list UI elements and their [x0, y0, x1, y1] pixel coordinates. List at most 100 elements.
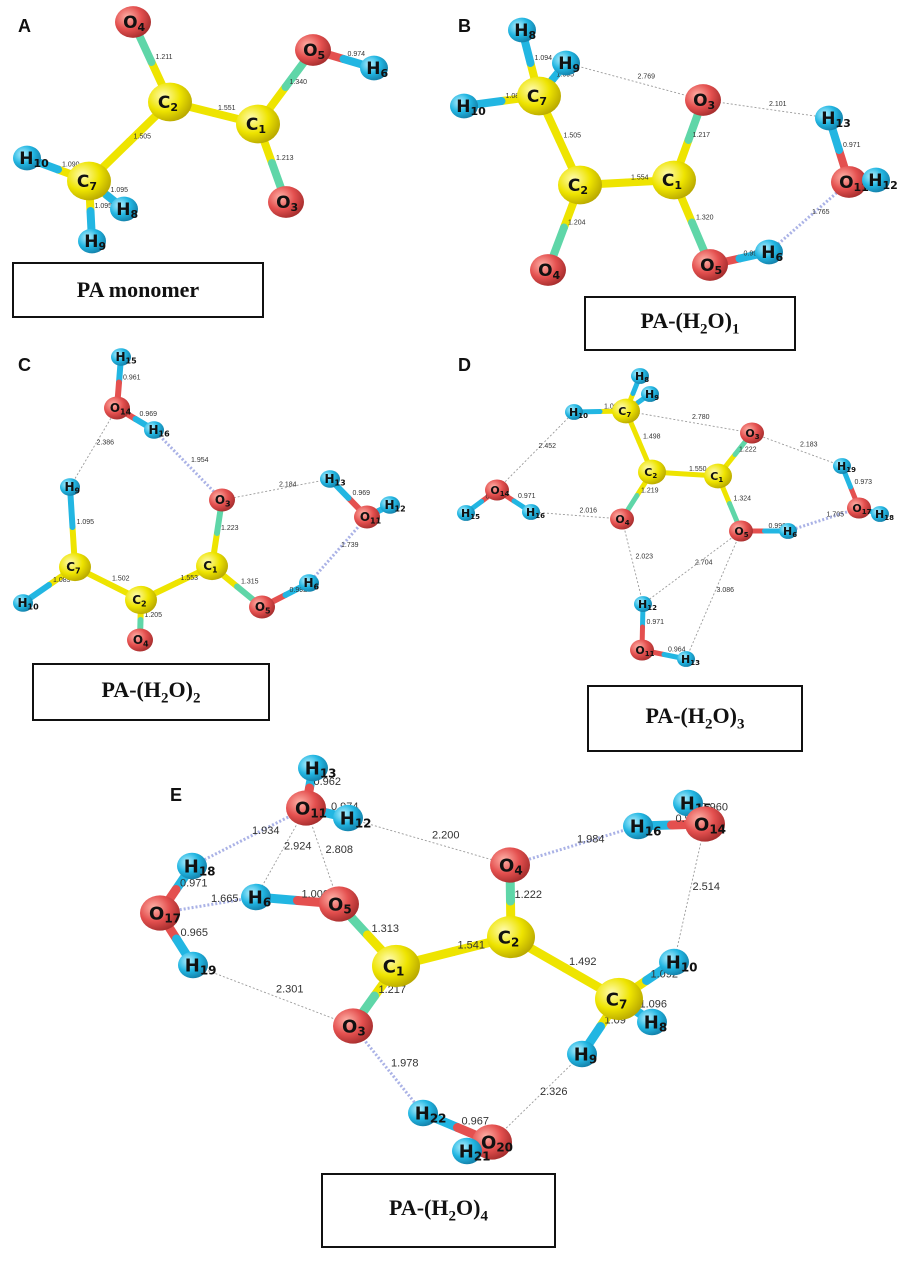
atom-label: H8 — [635, 370, 649, 384]
atom-o5: O5 — [692, 249, 728, 281]
caption-c: PA-(H2O)2 — [32, 663, 270, 721]
caption-sub: 2 — [161, 690, 169, 707]
panel-letter: D — [458, 355, 471, 375]
hbond-length-label: 2.326 — [540, 1086, 568, 1098]
atom-element: O — [328, 894, 343, 915]
atom-number: 3 — [291, 201, 299, 214]
atom-o5: O5 — [295, 34, 331, 66]
atom-h6: H6 — [360, 55, 389, 81]
atom-label: H10 — [666, 952, 698, 974]
atom-number: 12 — [355, 817, 372, 831]
atom-label: H9 — [84, 232, 106, 253]
atom-label: H13 — [325, 472, 346, 487]
bond-length-label: 1.222 — [739, 447, 757, 454]
caption-text: PA monomer — [77, 277, 199, 303]
atom-element: H — [783, 525, 792, 538]
atom-element: H — [875, 508, 884, 521]
hbond-length-label: 2.769 — [638, 74, 656, 81]
atom-o3: O3 — [333, 1008, 373, 1044]
caption-b: PA-(H2O)1 — [584, 296, 796, 351]
atom-c2: C2 — [487, 915, 535, 959]
bond-length-label: 1.502 — [112, 576, 130, 583]
atom-number: 4 — [514, 864, 522, 878]
hbond-length-label: 2.924 — [284, 841, 312, 853]
atom-label: H18 — [184, 856, 216, 878]
caption-main: PA-(H — [640, 308, 700, 334]
hbond-length-label: 1.984 — [577, 834, 605, 846]
atom-h15: H15 — [111, 348, 137, 366]
hbond-length-label: 2.514 — [693, 881, 721, 893]
atom-c2: C2 — [638, 459, 666, 485]
atom-label: O17 — [149, 903, 181, 925]
atom-element: H — [868, 171, 882, 191]
atom-element: H — [304, 576, 314, 590]
atom-number: 16 — [535, 512, 545, 520]
atom-h8: H8 — [631, 368, 649, 384]
atom-c7: C7 — [612, 398, 640, 424]
hbond-length-label: 1.665 — [211, 893, 239, 905]
atom-number: 1 — [674, 179, 682, 192]
bond-length-label: 0.998 — [769, 523, 787, 530]
atom-label: O17 — [852, 502, 871, 516]
atom-element: H — [185, 955, 200, 976]
bond-length-label: 1.095 — [77, 519, 95, 526]
atom-element: O — [693, 91, 707, 111]
atom-number: 2 — [652, 472, 657, 480]
atom-number: 10 — [34, 157, 50, 170]
atom-element: O — [342, 1016, 357, 1037]
atom-label: H8 — [644, 1012, 667, 1034]
hbond-length-label: 1.705 — [827, 512, 845, 519]
atom-c1: C1 — [196, 551, 228, 581]
atom-h13: H13 — [298, 754, 337, 782]
atom-element: O — [734, 525, 743, 538]
atom-number: 22 — [430, 1112, 447, 1126]
atom-element: H — [681, 653, 690, 666]
atom-number: 6 — [314, 582, 320, 591]
caption-main: PA monomer — [76, 277, 200, 302]
bond-length-label: 1.219 — [641, 488, 659, 495]
panel-d: D2.4522.7802.1832.0161.7052.0232.7043.08… — [457, 355, 894, 667]
atom-o5: O5 — [249, 595, 275, 619]
atom-element: H — [680, 793, 695, 814]
hydrogen-bond-o14-h10 — [673, 823, 706, 963]
atom-o14: O14 — [485, 479, 510, 501]
caption-text: PA-(H2O)4 — [389, 1195, 488, 1225]
atom-number: 16 — [645, 825, 662, 839]
atom-label: O14 — [110, 401, 132, 416]
atom-label: C7 — [618, 405, 631, 419]
bond-length-label: 1.089 — [506, 93, 524, 100]
bond-length-label: 1.315 — [241, 579, 259, 586]
atom-number: 10 — [471, 105, 487, 118]
atom-label: C2 — [498, 927, 520, 949]
atom-element: H — [248, 887, 263, 908]
bond-length-label: 0.992 — [290, 587, 308, 594]
atom-number: 4 — [138, 21, 146, 34]
atom-label: H6 — [248, 887, 271, 909]
hydrogen-bond-h16-o4 — [530, 511, 623, 520]
atom-label: H10 — [18, 596, 40, 611]
hydrogen-bond-h16-o3 — [152, 428, 224, 502]
atom-label: H21 — [459, 1141, 491, 1163]
atom-label: H22 — [415, 1103, 447, 1125]
bond-length-label: 0.971 — [843, 142, 861, 149]
atom-number: 5 — [318, 49, 326, 62]
bond-length-label: 1.211 — [156, 54, 173, 61]
hbond-length-label: 2.184 — [279, 482, 297, 489]
atom-h10: H10 — [659, 948, 698, 976]
hydrogen-bond-h6-o11 — [307, 516, 369, 584]
atom-element: H — [514, 21, 528, 41]
hydrogen-bond-h6-o11 — [768, 180, 850, 254]
atom-o4: O4 — [115, 6, 151, 38]
atom-label: H19 — [837, 460, 856, 474]
atom-label: H6 — [366, 59, 388, 80]
atom-h16: H16 — [522, 504, 545, 520]
hydrogen-bond-h12-o5 — [642, 530, 742, 605]
atom-number: 16 — [159, 429, 171, 438]
atom-h22: H22 — [408, 1099, 447, 1127]
atom-h18: H18 — [177, 852, 216, 880]
caption-count: 4 — [480, 1208, 488, 1225]
atom-element: H — [666, 952, 681, 973]
atom-element: O — [745, 427, 754, 440]
atom-element: C — [77, 172, 89, 192]
bond-length-label: 1.213 — [276, 155, 294, 162]
